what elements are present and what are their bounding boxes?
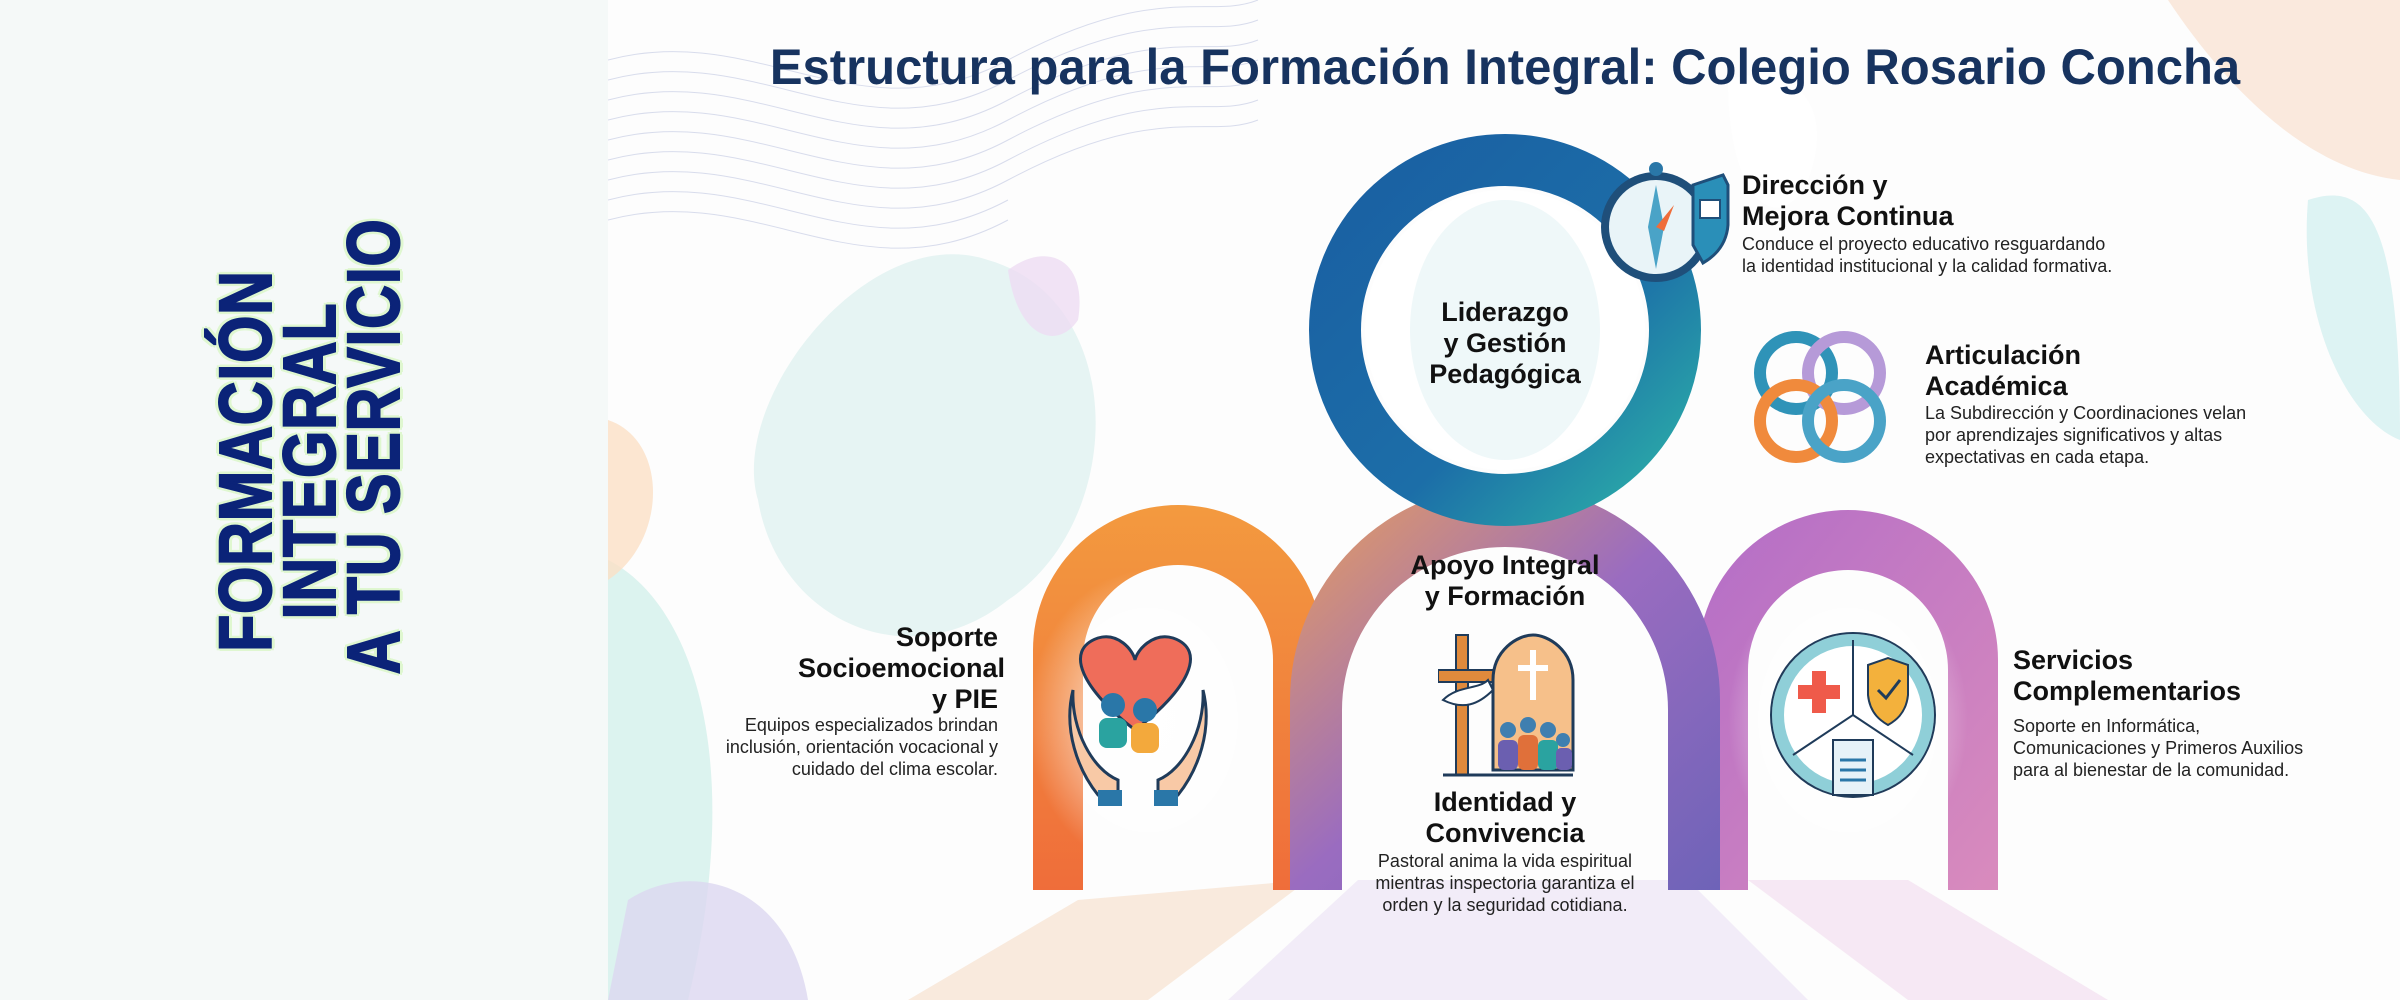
title-line: Mejora Continua xyxy=(1742,201,1954,231)
articulacion-description: La Subdirección y Coordinaciones velan p… xyxy=(1925,402,2246,468)
title-line: Pedagógica xyxy=(1429,359,1581,389)
desc-line: Pastoral anima la vida espiritual xyxy=(1377,851,1633,871)
servicios-title: Servicios Complementarios xyxy=(2013,645,2241,707)
title-line: Convivencia xyxy=(1425,818,1585,848)
compass-shield-icon xyxy=(1601,162,1730,282)
cross-church-community-icon xyxy=(1438,633,1575,777)
desc-line: cuidado del clima escolar. xyxy=(791,759,998,779)
identidad-description: Pastoral anima la vida espiritual mientr… xyxy=(1335,850,1675,916)
title-line: Articulación xyxy=(1925,340,2082,370)
title-line: Servicios xyxy=(2013,645,2134,675)
desc-line: Equipos especializados brindan xyxy=(744,715,998,735)
desc-line: Conduce el proyecto educativo resguardan… xyxy=(1742,234,2106,254)
title-line: y Gestión xyxy=(1443,328,1567,358)
side-banner: FORMACIÓN INTEGRAL A TU SERVICIO xyxy=(0,0,608,1000)
desc-line: por aprendizajes significativos y altas xyxy=(1925,425,2223,445)
page-title: Estructura para la Formación Integral: C… xyxy=(769,39,2241,95)
title-line: y PIE xyxy=(931,684,998,714)
title-line: Apoyo Integral xyxy=(1410,550,1600,580)
desc-line: Soporte en Informática, xyxy=(2013,716,2201,736)
title-line: Académica xyxy=(1925,371,2068,401)
title-line: y Formación xyxy=(1424,581,1586,611)
desc-line: inclusión, orientación vocacional y xyxy=(725,737,998,757)
desc-line: Comunicaciones y Primeros Auxilios xyxy=(2013,738,2304,758)
direccion-description: Conduce el proyecto educativo resguardan… xyxy=(1742,233,2112,277)
desc-line: mientras inspectoria garantiza el xyxy=(1375,873,1635,893)
title-line: Socioemocional xyxy=(798,653,1006,683)
articulacion-title: Articulación Académica xyxy=(1925,340,2081,402)
desc-line: orden y la seguridad cotidiana. xyxy=(1382,895,1628,915)
soporte-description: Equipos especializados brindan inclusión… xyxy=(668,714,998,780)
infographic-graphics xyxy=(608,0,2400,1000)
desc-line: la identidad institucional y la calidad … xyxy=(1742,256,2113,276)
soporte-title: Soporte Socioemocional y PIE xyxy=(798,622,1006,715)
hands-heart-icon xyxy=(1068,635,1208,806)
title-line: Complementarios xyxy=(2013,676,2242,706)
apoyo-title: Apoyo Integral y Formación xyxy=(1385,550,1625,612)
leadership-ring xyxy=(1309,134,1701,526)
title-line: Dirección y xyxy=(1742,170,1888,200)
identidad-title: Identidad y Convivencia xyxy=(1385,787,1625,849)
arch-middle xyxy=(1290,485,1720,890)
title-line: Identidad y xyxy=(1433,787,1577,817)
desc-line: expectativas en cada etapa. xyxy=(1925,447,2150,467)
servicios-description: Soporte en Informática, Comunicaciones y… xyxy=(2013,715,2303,781)
desc-line: La Subdirección y Coordinaciones velan xyxy=(1925,403,2247,423)
infographic: Estructura para la Formación Integral: C… xyxy=(608,0,2400,1000)
arch-purple xyxy=(1698,510,1998,890)
banner-line: A TU SERVICIO xyxy=(331,218,416,676)
interlocked-rings-icon xyxy=(1754,331,1886,463)
title-line: Liderazgo xyxy=(1441,297,1569,327)
center-title: Liderazgo y Gestión Pedagógica xyxy=(1385,297,1625,390)
medical-shield-document-icon xyxy=(1770,632,1936,798)
side-banner-text: FORMACIÓN INTEGRAL A TU SERVICIO xyxy=(203,218,416,676)
desc-line: para al bienestar de la comunidad. xyxy=(2013,760,2290,780)
direccion-title: Dirección y Mejora Continua xyxy=(1742,170,1954,232)
title-line: Soporte xyxy=(895,622,998,652)
